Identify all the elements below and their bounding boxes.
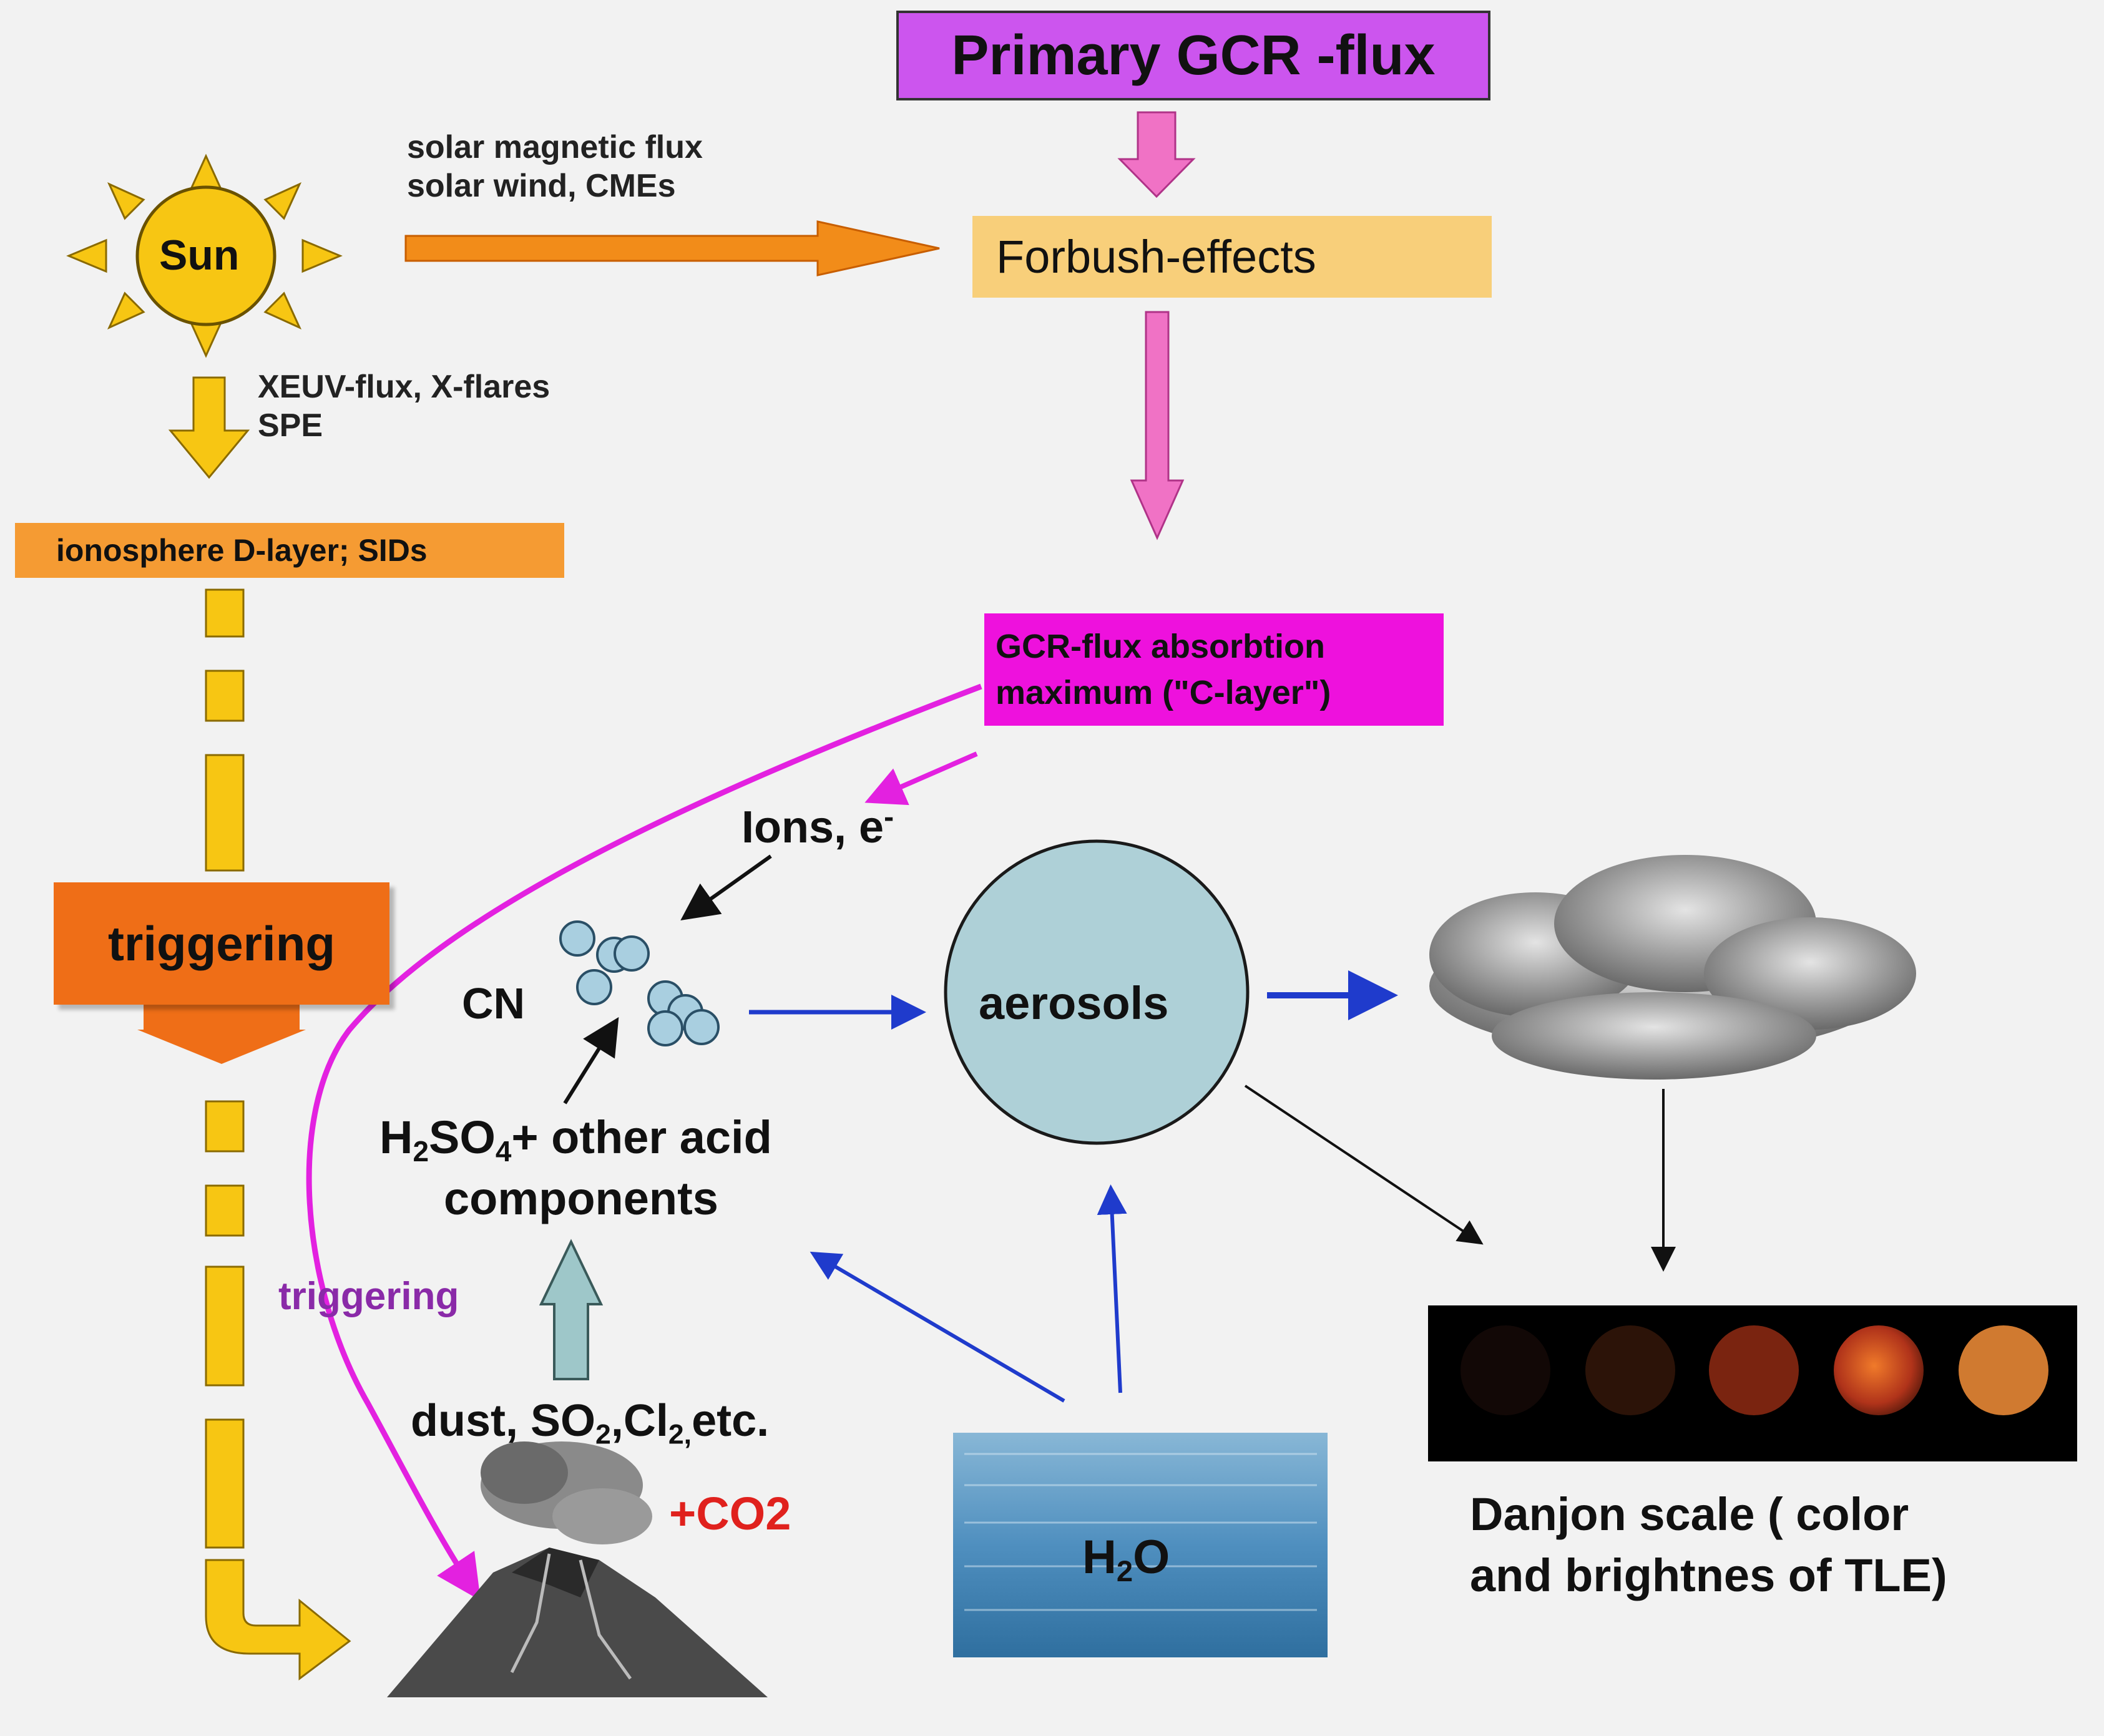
sea-image: [953, 1433, 1328, 1657]
solar-wind-arrow: [404, 220, 940, 276]
cn-particles: [559, 920, 720, 1046]
sun-icon: [135, 185, 276, 326]
c-layer-line2: maximum ("C-layer"): [996, 674, 1331, 711]
magenta-ions-arrow: [864, 751, 978, 806]
xeuv-down-arrow: [168, 376, 250, 479]
forbush-down-arrow: [1130, 311, 1185, 540]
danjon-label-line2: and brightnes of TLE): [1470, 1549, 1947, 1601]
bent-trigger-arrow: [205, 1559, 351, 1680]
dust-post: etc.: [692, 1396, 770, 1446]
acid-sub-2: 2: [413, 1134, 429, 1168]
sun-label: Sun: [159, 232, 240, 279]
volcano-icon: [387, 1441, 768, 1697]
water-to-acid-arrow: [810, 1251, 1065, 1403]
acid-sub-4: 4: [495, 1134, 512, 1168]
aerosols-label: aerosols: [979, 977, 1169, 1029]
c-layer-line1: GCR-flux absorbtion: [996, 628, 1325, 665]
sea-waves: [964, 1453, 1317, 1611]
ionosphere-box: ionosphere D-layer; SIDs: [15, 523, 564, 578]
dust-sub2: 2,: [668, 1419, 692, 1450]
xeuv-label-line1: XEUV-flux, X-flares: [258, 369, 550, 405]
magenta-triggering-curve: [306, 683, 982, 1601]
acid-so: SO: [428, 1111, 496, 1163]
forbush-effects-box: Forbush-effects: [972, 216, 1492, 298]
acid-other: + other acid: [511, 1111, 772, 1163]
dust-mid: ,Cl: [610, 1396, 668, 1446]
cn-label: CN: [462, 979, 526, 1028]
acid-label-line2: components: [444, 1173, 718, 1224]
solar-flux-label-line2: solar wind, CMEs: [407, 168, 676, 204]
acid-to-cn-arrow: [563, 1017, 619, 1105]
aerosols-circle: [944, 839, 1250, 1145]
water-o: O: [1133, 1531, 1170, 1584]
triggering-curve-label: triggering: [278, 1275, 459, 1318]
solar-flux-label-line1: solar magnetic flux: [407, 129, 703, 165]
primary-gcr-flux-box: Primary GCR -flux: [896, 11, 1490, 100]
acid-h: H: [379, 1111, 413, 1163]
dust-pre: dust, SO: [411, 1396, 596, 1446]
ionosphere-label: ionosphere D-layer; SIDs: [56, 533, 428, 568]
triggering-box-label: triggering: [108, 915, 335, 971]
dust-label: dust, SO2,Cl2,etc.: [411, 1395, 769, 1450]
dashed-trigger-path-lower: [205, 1100, 245, 1549]
ions-sup: -: [884, 801, 894, 834]
triggering-box: triggering: [54, 882, 389, 1005]
ions-to-cn-arrow: [680, 854, 772, 920]
ions-label: Ions, e-: [741, 800, 894, 853]
dashed-trigger-path-upper: [205, 588, 245, 872]
acid-label-line1: H2SO4+ other acid: [379, 1111, 772, 1168]
primary-gcr-flux-label: Primary GCR -flux: [951, 24, 1436, 87]
triggering-arrow-head: [137, 1005, 306, 1064]
xeuv-label-line2: SPE: [258, 407, 323, 444]
danjon-moons: [1461, 1325, 2048, 1415]
co2-label: +CO2: [669, 1488, 791, 1539]
c-layer-box: GCR-flux absorbtion maximum ("C-layer"): [984, 613, 1444, 726]
water-h: H: [1082, 1531, 1117, 1584]
water-to-aerosols-arrow: [1097, 1184, 1127, 1393]
dust-to-acid-arrow: [539, 1239, 604, 1380]
dust-sub1: 2: [595, 1419, 611, 1450]
cloud-icon: [1429, 855, 1916, 1080]
danjon-label-line1: Danjon scale ( color: [1470, 1488, 1909, 1540]
ions-text: Ions, e: [741, 802, 884, 852]
gcr-down-arrow: [1117, 111, 1196, 198]
forbush-effects-label: Forbush-effects: [996, 231, 1316, 283]
aerosols-to-danjon-arrow: [1244, 1085, 1484, 1245]
water-label: H2O: [1082, 1530, 1170, 1588]
sun-rays: [66, 154, 343, 358]
water-sub: 2: [1116, 1554, 1133, 1588]
